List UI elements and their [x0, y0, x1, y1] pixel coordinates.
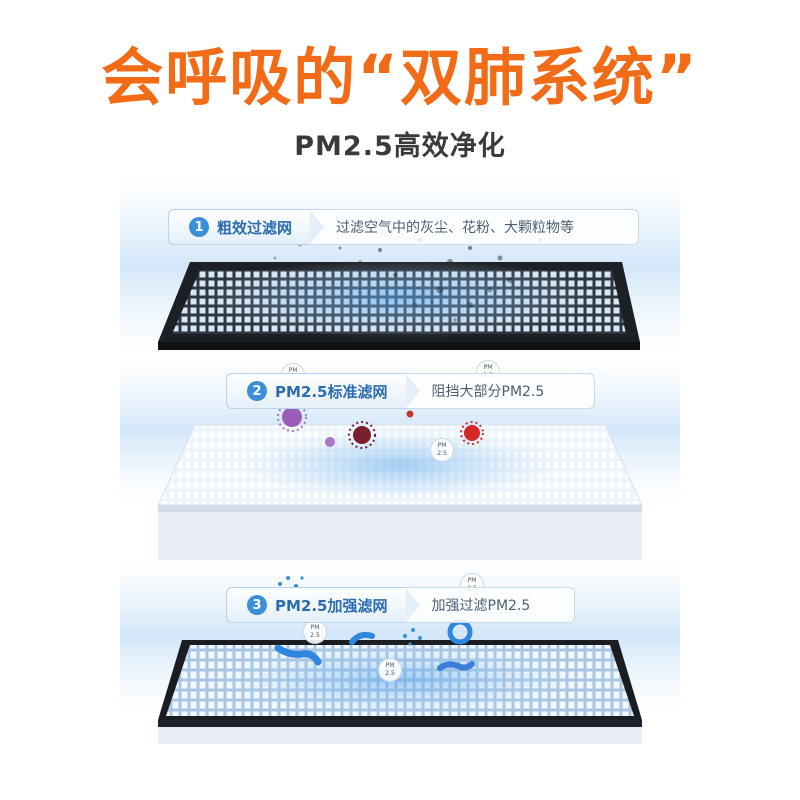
layer-description: 加强过滤PM2.5 — [431, 598, 531, 614]
virus-particle — [460, 421, 484, 445]
layer-callout-enhanced: 3 PM2.5加强滤网 加强过滤PM2.5 — [226, 587, 575, 623]
coarse-filter-panel — [158, 258, 640, 350]
layer-description-box: 阻挡大部分PM2.5 — [405, 373, 595, 409]
page-title: 会呼吸的“双肺系统” — [101, 41, 699, 114]
enhanced-filter-panel — [158, 640, 642, 744]
layer-name-box: 2 PM2.5标准滤网 — [226, 373, 420, 409]
page-subtitle: PM2.5高效净化 — [294, 131, 506, 162]
layer-description: 过滤空气中的灰尘、花粉、大颗粒物等 — [336, 220, 575, 236]
layer-name: 粗效过滤网 — [217, 218, 293, 237]
layer-name: PM2.5标准滤网 — [275, 382, 388, 401]
layer-callout-standard: 2 PM2.5标准滤网 阻挡大部分PM2.5 — [226, 373, 595, 409]
fine-particles — [278, 576, 422, 646]
standard-filter-panel — [157, 424, 643, 560]
layer-name-box: 3 PM2.5加强滤网 — [226, 587, 420, 623]
layer-name-box: 1 粗效过滤网 — [168, 209, 325, 245]
layer-number-badge: 3 — [247, 595, 267, 615]
layer-description-box: 加强过滤PM2.5 — [405, 587, 575, 623]
layer-description-box: 过滤空气中的灰尘、花粉、大颗粒物等 — [310, 209, 640, 245]
layer-description: 阻挡大部分PM2.5 — [431, 384, 545, 400]
layer-callout-coarse: 1 粗效过滤网 过滤空气中的灰尘、花粉、大颗粒物等 — [168, 209, 640, 245]
layer-number-badge: 1 — [189, 217, 209, 237]
layer-number-badge: 2 — [247, 381, 267, 401]
virus-particle — [325, 410, 414, 447]
layer-name: PM2.5加强滤网 — [275, 596, 388, 615]
virus-particle — [348, 421, 376, 449]
